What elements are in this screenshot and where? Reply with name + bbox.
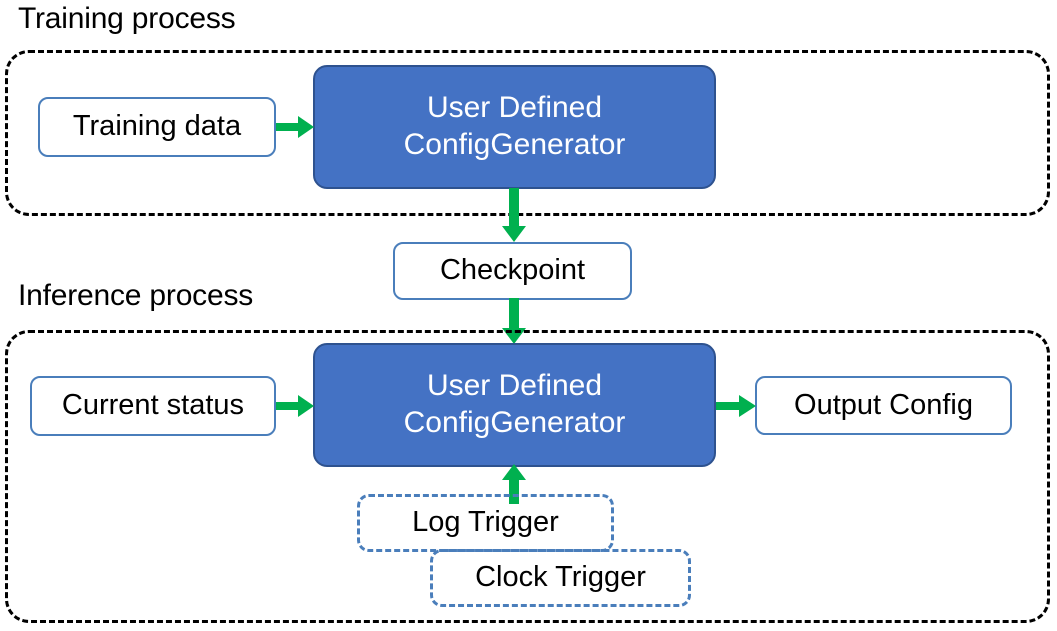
node-training-config-generator-line2: ConfigGenerator — [403, 128, 626, 161]
node-output-config[interactable]: Output Config — [755, 376, 1012, 435]
inference-process-container — [5, 330, 1050, 623]
node-inference-config-generator-line1: User Defined — [426, 369, 603, 403]
node-checkpoint-label: Checkpoint — [439, 254, 586, 287]
node-training-config-generator[interactable]: User Defined ConfigGenerator — [313, 65, 716, 189]
node-checkpoint[interactable]: Checkpoint — [393, 242, 632, 300]
node-training-data-label: Training data — [72, 110, 242, 143]
training-process-container — [5, 50, 1050, 216]
node-log-trigger-label: Log Trigger — [412, 506, 559, 539]
training-process-label: Training process — [18, 2, 236, 35]
node-output-config-label: Output Config — [794, 388, 973, 421]
node-inference-config-generator-line2: ConfigGenerator — [403, 406, 626, 439]
node-training-data[interactable]: Training data — [38, 97, 276, 157]
inference-process-label: Inference process — [18, 279, 254, 312]
node-training-config-generator-line1: User Defined — [426, 91, 603, 125]
node-current-status[interactable]: Current status — [30, 376, 276, 436]
node-inference-config-generator[interactable]: User Defined ConfigGenerator — [313, 343, 716, 467]
node-clock-trigger-label: Clock Trigger — [475, 561, 646, 594]
node-log-trigger[interactable]: Log Trigger — [357, 494, 614, 552]
node-current-status-label: Current status — [61, 389, 245, 422]
node-clock-trigger[interactable]: Clock Trigger — [430, 549, 691, 607]
